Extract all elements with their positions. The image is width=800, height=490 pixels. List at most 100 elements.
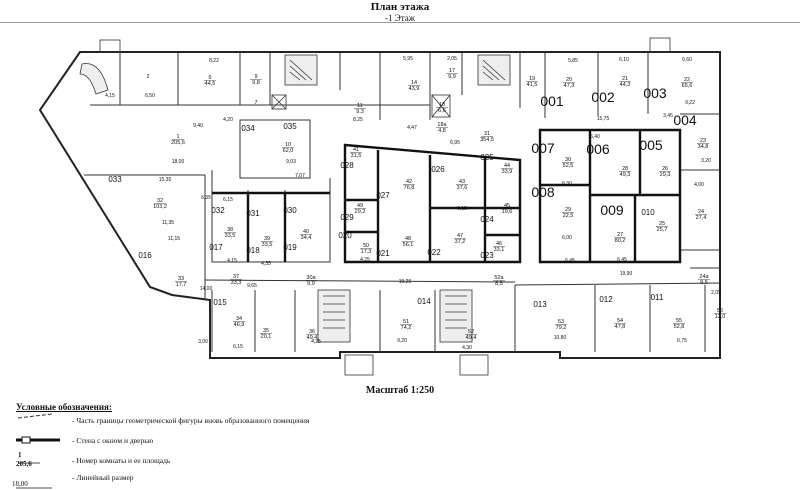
- room-number-23: 23: [700, 138, 706, 144]
- plan-title: План этажа: [370, 1, 430, 13]
- unit-label-020: 020: [338, 231, 352, 240]
- room-number-35: 35: [263, 328, 269, 334]
- room-number-40: 40: [303, 229, 309, 235]
- unit-label-022: 022: [427, 248, 441, 257]
- room-number-49: 49: [357, 203, 363, 209]
- dimension-29: 4,25: [360, 257, 370, 263]
- dimension-11: 8,25: [353, 117, 363, 123]
- room-area-50: 17,3: [361, 249, 372, 255]
- room-number-17: 17: [449, 68, 455, 74]
- dimension-8: 4,20: [223, 117, 233, 123]
- dimension-35: 4,25: [311, 339, 321, 345]
- dimension-46: 6,35: [201, 195, 211, 201]
- dimension-23: 6,30: [562, 181, 572, 187]
- room-area-1: 205,6: [171, 140, 185, 146]
- unit-label-006: 006: [586, 141, 610, 157]
- room-number-32: 32: [157, 198, 163, 204]
- dimension-40: 6,75: [677, 338, 687, 344]
- room-number-33: 33: [178, 276, 184, 282]
- dimension-0: 18,00: [172, 159, 185, 165]
- room-number-46: 46: [496, 241, 502, 247]
- unit-label-019: 019: [283, 243, 297, 252]
- room-number-10: 10: [285, 142, 291, 148]
- stair-south-east: [439, 289, 473, 343]
- unit-label-027: 027: [376, 191, 390, 200]
- room-area-33: 17,7: [176, 282, 187, 288]
- dimension-5: 4,15: [105, 93, 115, 99]
- room-number-39: 39: [264, 236, 270, 242]
- unit-label-025: 025: [480, 153, 494, 162]
- dimension-7: 8,22: [209, 58, 219, 64]
- room-number-31: 31: [484, 131, 490, 137]
- unit-label-026: 026: [431, 165, 445, 174]
- unit-partitions: [212, 128, 682, 264]
- dimension-19: 15,75: [597, 116, 610, 122]
- dimension-27: 19,90: [620, 271, 633, 277]
- dimension-33: 4,35: [261, 261, 271, 267]
- unit-label-031: 031: [246, 209, 260, 218]
- unit-label-011: 011: [651, 293, 664, 302]
- room-area-48: 56,1: [403, 242, 414, 248]
- dimension-22: 6,40: [590, 134, 600, 140]
- room-number-28: 28: [622, 166, 628, 172]
- legend-item-dimension: - Линейный размер: [72, 473, 134, 482]
- room-area-14: 43,9: [409, 86, 420, 92]
- room-area-23: 34,8: [698, 144, 709, 150]
- room-area-52: 49,4: [466, 335, 477, 341]
- room-area-55: 52,8: [674, 324, 685, 330]
- building-outline: [38, 51, 721, 359]
- unit-label-033: 033: [108, 175, 122, 184]
- room-number-38: 38: [227, 227, 233, 233]
- room-area-52a: 8,5: [495, 281, 503, 287]
- room-area-37: 33,3: [231, 280, 242, 286]
- room-number-9: 9: [254, 74, 257, 80]
- unit-label-008: 008: [531, 184, 555, 200]
- room-number-51: 51: [403, 319, 409, 325]
- unit-label-016: 016: [138, 251, 152, 260]
- room-number-29: 29: [565, 207, 571, 213]
- unit-label-014: 014: [417, 297, 431, 306]
- room-area-42: 76,8: [404, 185, 415, 191]
- dimension-20: 9,22: [685, 100, 695, 106]
- room-area-47: 37,2: [455, 239, 466, 245]
- unit-label-010: 010: [641, 208, 655, 217]
- room-area-53: 79,2: [556, 325, 567, 331]
- room-number-18: 18: [439, 102, 445, 108]
- unit-label-007: 007: [531, 140, 555, 156]
- room-area-51: 74,2: [401, 325, 412, 331]
- room-area-20: 47,3: [564, 83, 575, 89]
- room-area-22: 65,6: [682, 83, 693, 89]
- room-number-56: 56: [717, 308, 723, 314]
- room-area-43: 37,6: [457, 185, 468, 191]
- room-number-50: 50: [363, 243, 369, 249]
- dimension-10: 7,07: [295, 173, 305, 179]
- room-number-11: 11: [357, 103, 363, 109]
- dimension-32: 4,15: [227, 258, 237, 264]
- unit-label-029: 029: [340, 213, 354, 222]
- unit-label-018: 018: [246, 246, 260, 255]
- room-number-7: 7: [254, 100, 257, 106]
- room-number-47: 47: [457, 233, 463, 239]
- room-area-19: 41,5: [527, 82, 538, 88]
- unit-label-024: 024: [480, 215, 494, 224]
- room-area-35: 20,1: [261, 334, 272, 340]
- room-area-49: 29,2: [355, 209, 366, 215]
- dimension-16: 5,85: [568, 58, 578, 64]
- unit-label-012: 012: [599, 295, 613, 304]
- room-area-40: 34,4: [301, 235, 312, 241]
- unit-label-023: 023: [480, 251, 494, 260]
- legend-item-wall: - Стена с окном и дверью: [72, 436, 154, 445]
- dimension-24: 6,00: [562, 235, 572, 241]
- room-number-22: 22: [684, 77, 690, 83]
- unit-label-017: 017: [209, 243, 223, 252]
- room-area-39: 33,5: [262, 242, 273, 248]
- outer-walls: [38, 51, 721, 359]
- room-number-55: 55: [676, 318, 682, 324]
- room-number-19: 19: [529, 76, 535, 82]
- unit-label-013: 013: [533, 300, 547, 309]
- stair-south-west: [317, 289, 351, 343]
- unit-label-005: 005: [639, 137, 663, 153]
- dimension-45: 14,00: [200, 286, 213, 292]
